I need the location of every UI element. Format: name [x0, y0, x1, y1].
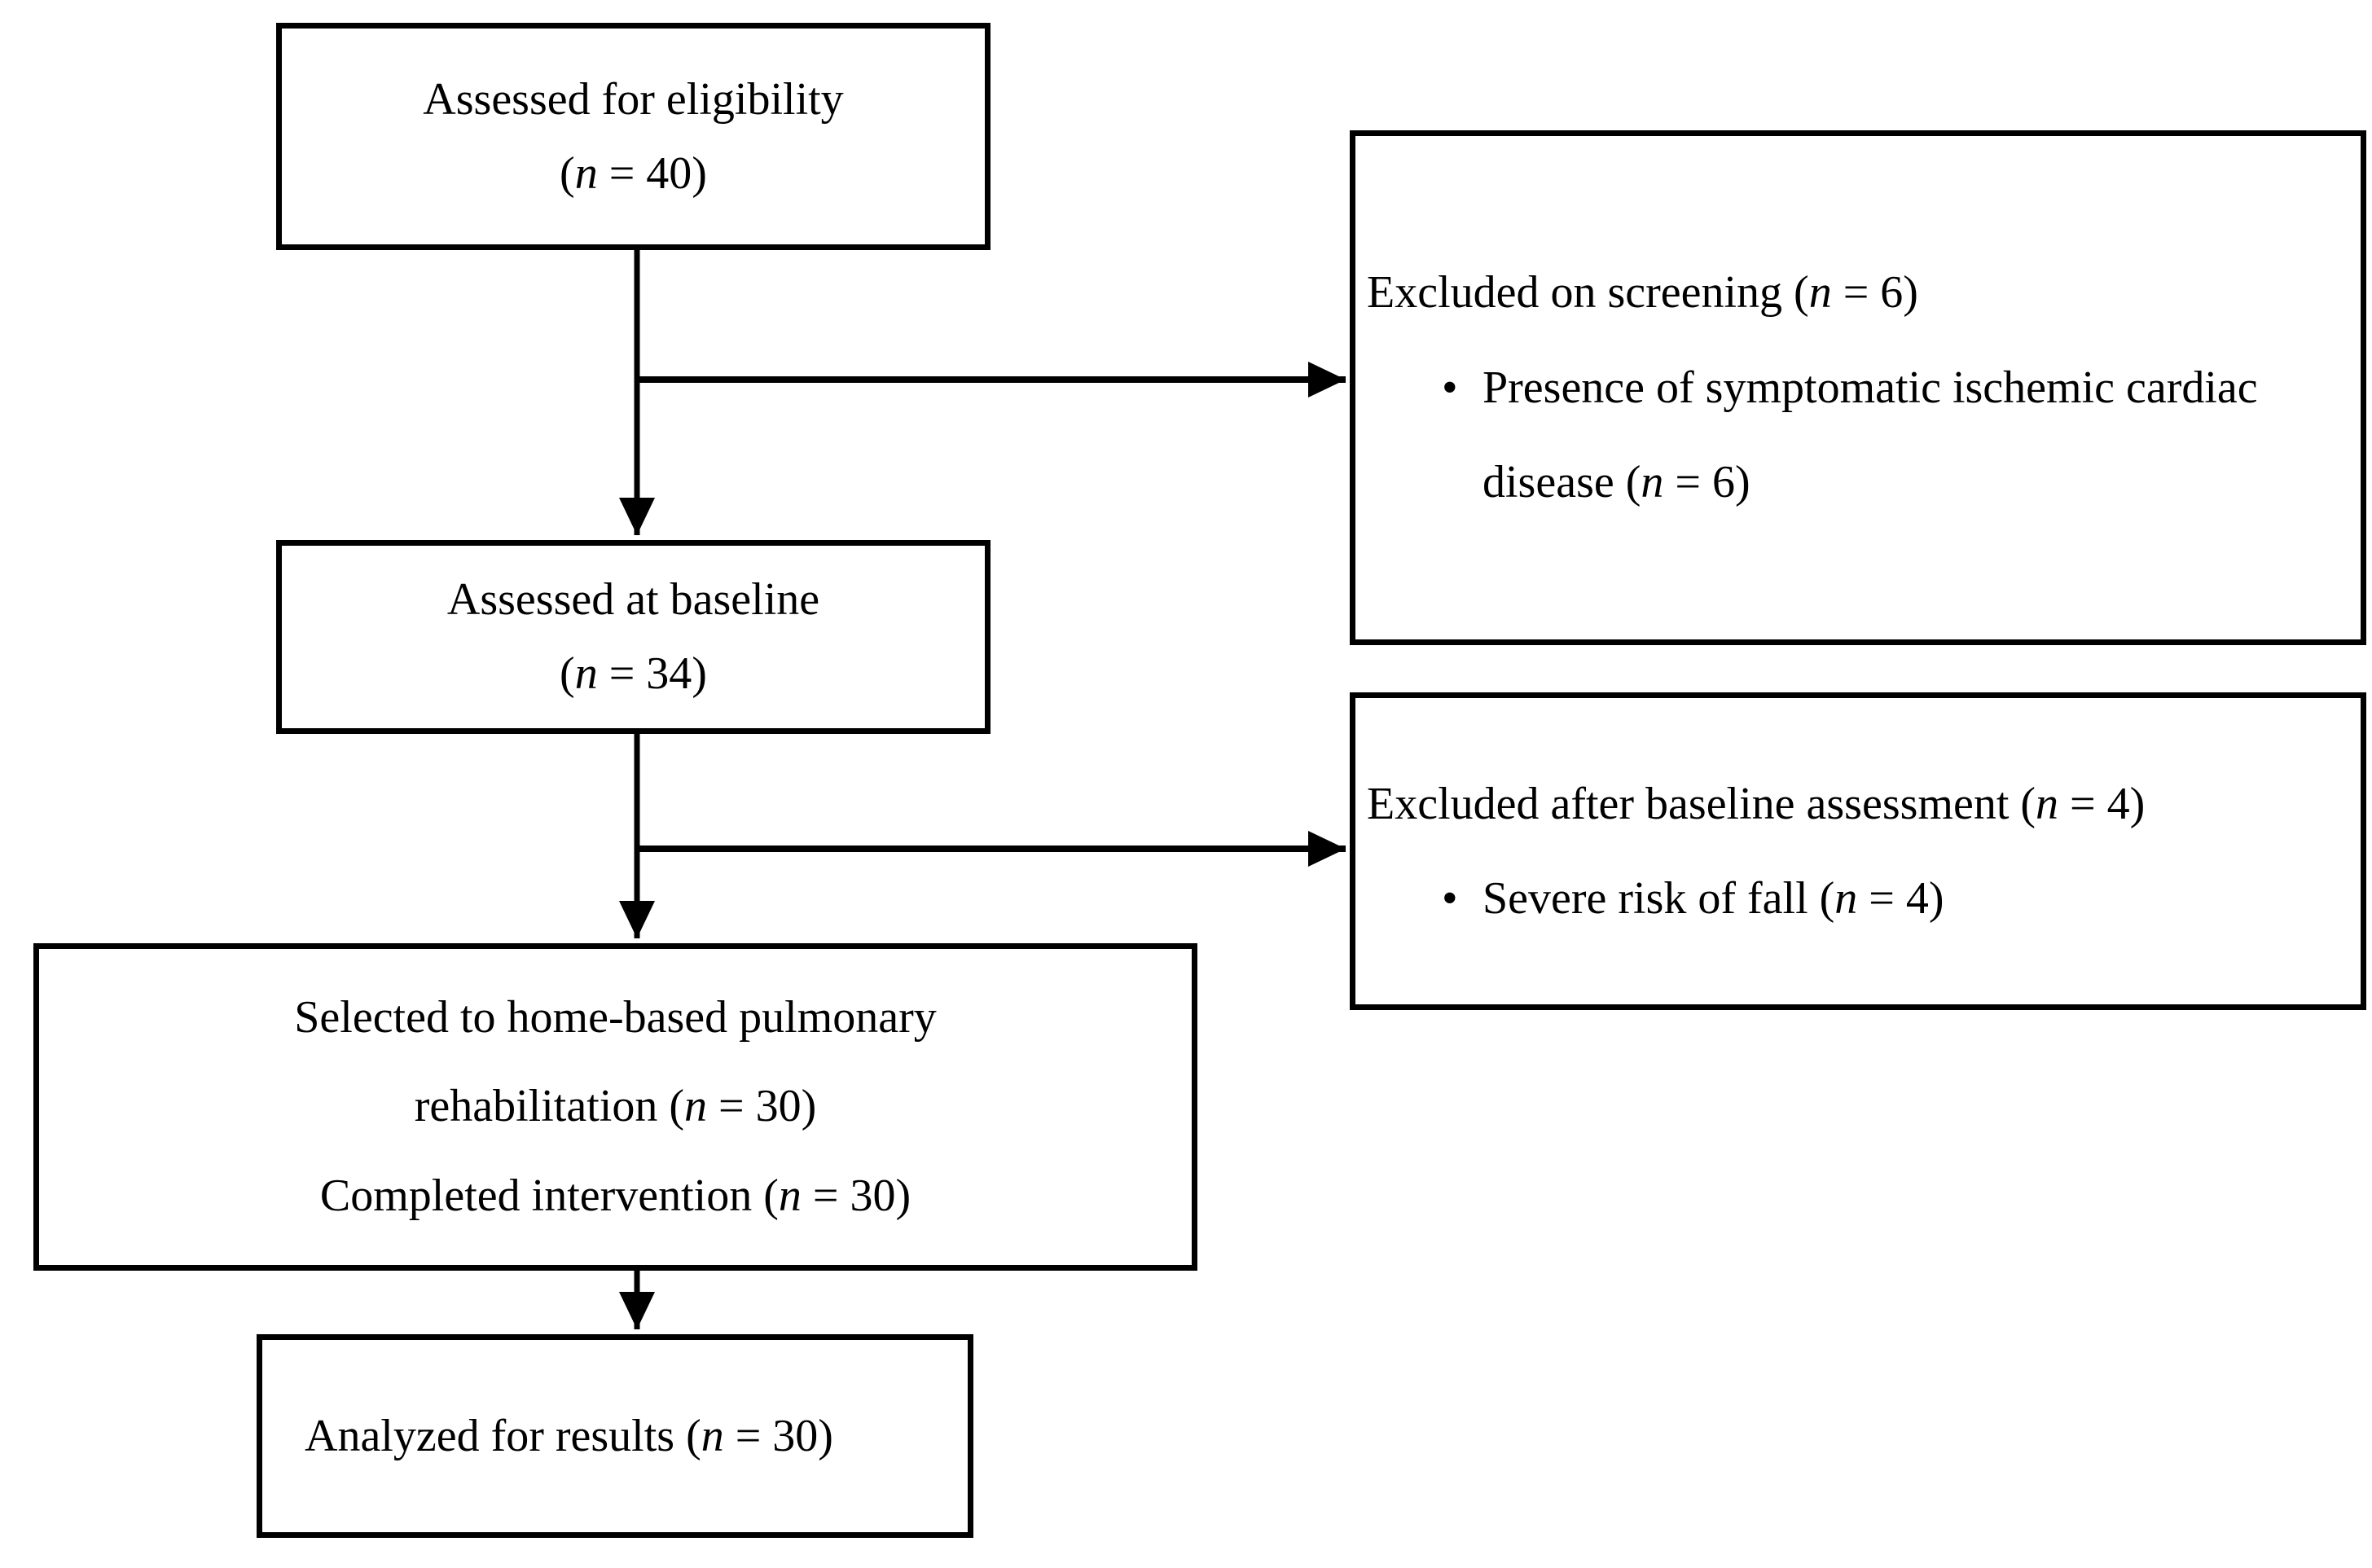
selected-box: Selected to home-based pulmonary rehabil… — [33, 943, 1197, 1271]
eligibility-count: (n = 40) — [560, 147, 707, 199]
eligibility-title: Assessed for eligibility — [423, 73, 844, 125]
excluded-screening-reason: Presence of symptomatic ischemic cardiac… — [1482, 362, 2258, 508]
excluded-screening-box: Excluded on screening (n = 6) • Presence… — [1350, 130, 2366, 645]
analyzed-box: Analyzed for results (n = 30) — [257, 1334, 973, 1538]
baseline-box: Assessed at baseline (n = 34) — [276, 540, 991, 734]
selected-line-2: Completed intervention (n = 30) — [319, 1170, 911, 1221]
excluded-screening-heading: Excluded on screening (n = 6) — [1367, 267, 1918, 318]
bullet-icon: • — [1442, 873, 1458, 924]
excluded-baseline-box: Excluded after baseline assessment (n = … — [1350, 692, 2366, 1010]
analyzed-text: Analyzed for results (n = 30) — [305, 1410, 833, 1461]
excluded-screening-bullet: • Presence of symptomatic ischemic cardi… — [1442, 340, 2346, 530]
baseline-title: Assessed at baseline — [446, 574, 820, 626]
excluded-baseline-bullet: • Severe risk of fall (n = 4) — [1442, 851, 2346, 946]
eligibility-box: Assessed for eligibility (n = 40) — [276, 23, 991, 250]
excluded-baseline-reason: Severe risk of fall (n = 4) — [1482, 873, 1944, 924]
selected-line-1: Selected to home-based pulmonary rehabil… — [294, 992, 937, 1132]
baseline-count: (n = 34) — [560, 648, 707, 699]
excluded-baseline-heading: Excluded after baseline assessment (n = … — [1367, 778, 2146, 829]
bullet-icon: • — [1442, 362, 1458, 413]
